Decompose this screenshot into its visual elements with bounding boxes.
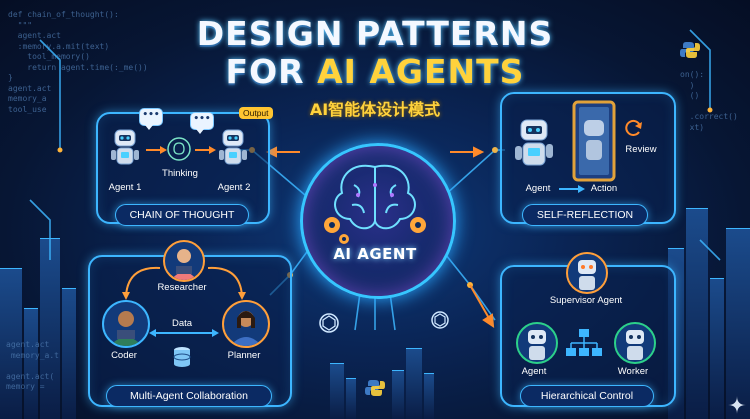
cycle-arrow-icon [122, 266, 161, 300]
avatar-researcher [163, 240, 205, 282]
main-title-line2: FOR AI AGENTS [0, 52, 750, 91]
panel-label-self-reflection: SELF-REFLECTION [522, 204, 648, 226]
panel-label-hierarchical: Hierarchical Control [520, 385, 654, 407]
arrow-right-icon [195, 146, 216, 154]
label-researcher: Researcher [157, 282, 207, 293]
double-arrow-icon [149, 329, 219, 337]
hub-label: AI AGENT [333, 245, 417, 263]
sparkle-icon [728, 396, 746, 414]
label-supervisor-agent: Supervisor Agent [549, 295, 623, 306]
panel-label-multi-agent: Multi-Agent Collaboration [106, 385, 272, 407]
refresh-icon [625, 119, 642, 136]
chinese-subtitle: AI智能体设计模式 [309, 100, 441, 119]
org-chart-icon [566, 329, 602, 356]
title-prefix: FOR [225, 52, 305, 91]
panel-label-chain-of-thought: CHAIN OF THOUGHT [115, 204, 249, 226]
main-title-line1: DESIGN PATTERNS [196, 14, 554, 53]
avatar-agent [516, 322, 558, 364]
robot-agent-2-icon [219, 129, 247, 165]
title-highlight: AI AGENTS [317, 52, 525, 91]
label-worker: Worker [617, 366, 649, 377]
label-data: Data [171, 318, 193, 329]
python-logo-icon [680, 42, 700, 58]
speech-bubble-icon: ••• [139, 108, 163, 130]
label-review: Review [625, 144, 657, 155]
label-coder: Coder [111, 350, 137, 361]
cycle-arrow-icon [207, 266, 246, 300]
arrow-right-icon [146, 146, 167, 154]
code-snippet-bottom-left: agent.act memory_a.t agent.act( memory = [6, 340, 59, 391]
code-snippet-top-right: on(): ) () .correct() xt) [680, 70, 738, 132]
avatar-planner [222, 300, 270, 348]
label-action: Action [590, 183, 618, 194]
label-planner: Planner [227, 350, 261, 361]
avatar-worker [614, 322, 656, 364]
speech-bubble-icon: ••• [190, 112, 214, 134]
output-tag: Output [239, 107, 273, 119]
brain-icon [324, 164, 426, 244]
arrow-right-icon [559, 185, 585, 193]
label-agent: Agent [521, 366, 547, 377]
code-snippet-top-left: def chain_of_thought(): """ agent.act :m… [8, 10, 148, 114]
python-logo-icon [365, 380, 385, 396]
avatar-supervisor [566, 252, 608, 294]
label-agent-2: Agent 2 [217, 182, 251, 193]
mirror-icon [572, 100, 616, 182]
robot-agent-1-icon [111, 129, 139, 165]
database-icon [173, 347, 191, 367]
label-agent-1: Agent 1 [108, 182, 142, 193]
robot-agent-icon [515, 119, 553, 166]
openai-logo-icon [319, 313, 339, 333]
avatar-coder [102, 300, 150, 348]
label-agent: Agent [525, 183, 551, 194]
label-thinking: Thinking [162, 168, 198, 179]
openai-logo-icon [431, 311, 449, 329]
brain-thinking-icon [167, 137, 191, 161]
